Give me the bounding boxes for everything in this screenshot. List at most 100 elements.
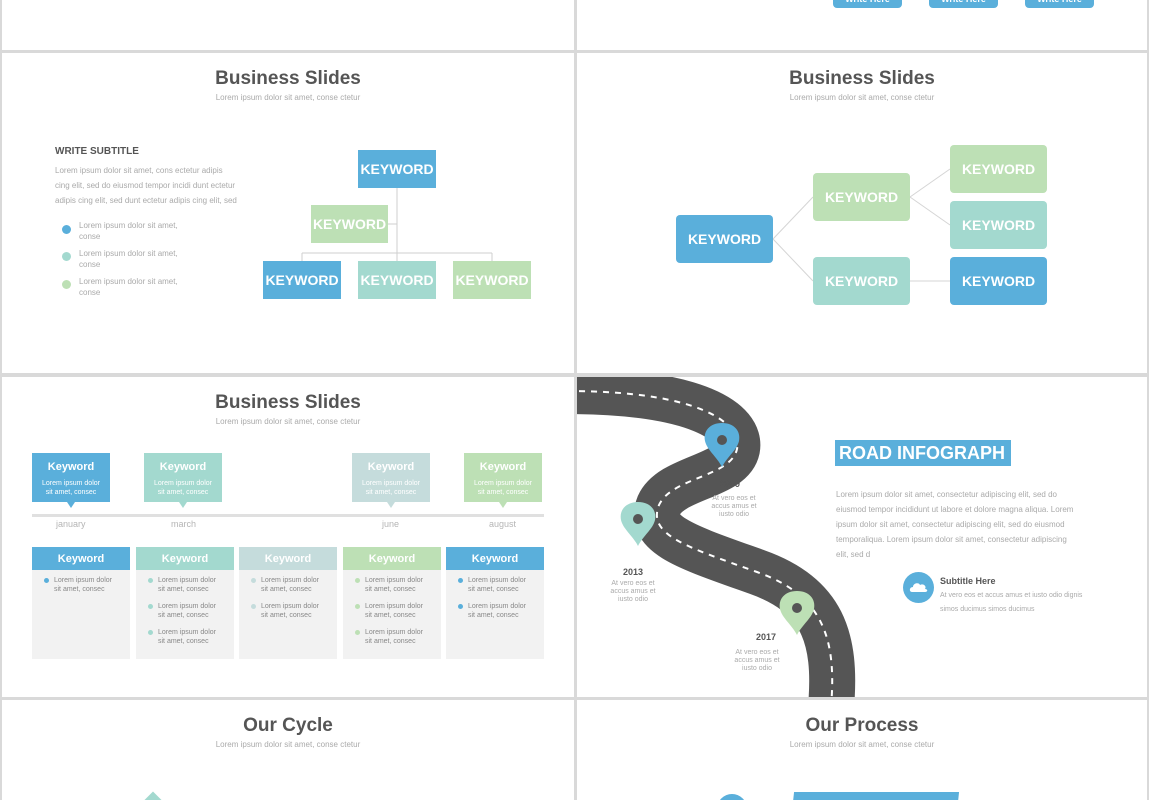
slide-title: Business Slides — [215, 392, 361, 413]
keyword-leaf-3: KEYWORD — [950, 257, 1047, 305]
process-banner-shape — [791, 792, 960, 800]
keyword-leaf-2: KEYWORD — [950, 201, 1047, 249]
paragraph-line-3: adipis cing elit, sed dunt ectetur adipi… — [55, 196, 237, 205]
road-paragraph-line: temporaliqua. Lorem ipsum dolor sit amet… — [836, 535, 1067, 544]
keyword-branch-upper: KEYWORD — [813, 173, 910, 221]
slide-our-process: Our Process Lorem ipsum dolor sit amet, … — [577, 700, 1147, 800]
keyword-branch-lower: KEYWORD — [813, 257, 910, 305]
road-body — [577, 377, 856, 697]
bullet-text-line-1: Lorem ipsum dolor sit amet, — [79, 221, 178, 230]
mind-connectors — [772, 168, 951, 282]
timeline-card-keyword: Keyword — [159, 461, 207, 473]
milestone-year: 2017 — [756, 632, 777, 642]
slide-subtitle: Lorem ipsum dolor sit amet, conse ctetur — [215, 740, 361, 749]
bullet-dot — [62, 225, 71, 234]
column-header: Keyword — [32, 547, 130, 570]
road-paragraph-line: elit, sed d — [836, 550, 871, 559]
slide-org-chart: Business Slides Lorem ipsum dolor sit am… — [2, 53, 574, 373]
subtitle-heading: Subtitle Here — [940, 576, 996, 586]
milestone-year: 2013 — [623, 567, 644, 577]
timeline-axis — [32, 514, 544, 517]
road-illustration — [577, 377, 856, 697]
road-paragraph-line: Lorem ipsum dolor sit amet, consectetur … — [836, 490, 1057, 499]
timeline-month: march — [171, 519, 197, 529]
write-here-button-3: Write Here — [1025, 0, 1094, 8]
location-pin-2013 — [620, 502, 656, 546]
timeline-month: august — [489, 519, 517, 529]
column-header: Keyword — [446, 547, 544, 570]
slide-subtitle: Lorem ipsum dolor sit amet, conse ctetur — [789, 740, 935, 749]
keyword-box-bottom-center: KEYWORD — [358, 261, 436, 299]
keyword-box-top: KEYWORD — [358, 150, 436, 188]
road-paragraph-line: eiusmod tempor incididunt ut labore et d… — [836, 505, 1074, 514]
keyword-leaf-1: KEYWORD — [950, 145, 1047, 193]
slide-timeline: Business Slides Lorem ipsum dolor sit am… — [2, 377, 574, 697]
road-title: ROAD INFOGRAPH — [835, 440, 1011, 466]
section-heading: WRITE SUBTITLE — [55, 146, 139, 157]
subtitle-text-line: simos ducimus simos ducimus — [940, 606, 1035, 613]
keyword-box-bottom-right: KEYWORD — [453, 261, 531, 299]
timeline-month: june — [382, 519, 400, 529]
bullet-text-line-2: conse — [79, 260, 101, 269]
process-circle-shape — [717, 794, 747, 800]
column-header: Keyword — [136, 547, 234, 570]
bullet-text-line-2: conse — [79, 288, 101, 297]
column-header: Keyword — [239, 547, 337, 570]
bullet-dot — [62, 280, 71, 289]
slide-subtitle: Lorem ipsum dolor sit amet, conse ctetur — [215, 417, 361, 426]
cycle-diamond-shape — [144, 791, 162, 800]
location-pin-2009 — [704, 423, 740, 467]
bullet-text-line-1: Lorem ipsum dolor sit amet, — [79, 277, 178, 286]
milestone-year: 2009 — [720, 479, 741, 489]
timeline-card-keyword: Keyword — [47, 461, 95, 473]
road-paragraph-line: ipsum dolor sit amet, consectetur adipis… — [836, 520, 1065, 529]
write-here-button-2: Write Here — [929, 0, 998, 8]
write-here-button-1: Write Here — [833, 0, 902, 8]
org-connectors — [301, 188, 493, 261]
slide-title: Business Slides — [215, 68, 361, 89]
slide-subtitle: Lorem ipsum dolor sit amet, conse ctetur — [789, 93, 935, 102]
subtitle-text-line: At vero eos et accus amus et iusto odio … — [940, 592, 1083, 599]
slide-our-cycle: Our Cycle Lorem ipsum dolor sit amet, co… — [2, 700, 574, 800]
slide-top-right: Write Here Write Here Write Here — [577, 0, 1147, 50]
keyword-box-bottom-left: KEYWORD — [263, 261, 341, 299]
slide-mind-map: Business Slides Lorem ipsum dolor sit am… — [577, 53, 1147, 373]
bullet-text-line-1: Lorem ipsum dolor sit amet, — [79, 249, 178, 258]
bullet-text-line-2: conse — [79, 232, 101, 241]
keyword-root: KEYWORD — [676, 215, 773, 263]
slide-title: Business Slides — [789, 68, 935, 89]
cloud-icon — [903, 572, 934, 603]
column-header: Keyword — [343, 547, 441, 570]
location-pin-2017 — [779, 591, 815, 635]
slide-subtitle: Lorem ipsum dolor sit amet, conse ctetur — [215, 93, 361, 102]
timeline-card-keyword: Keyword — [479, 461, 527, 473]
slide-top-left — [2, 0, 574, 50]
timeline-month: january — [56, 519, 86, 529]
